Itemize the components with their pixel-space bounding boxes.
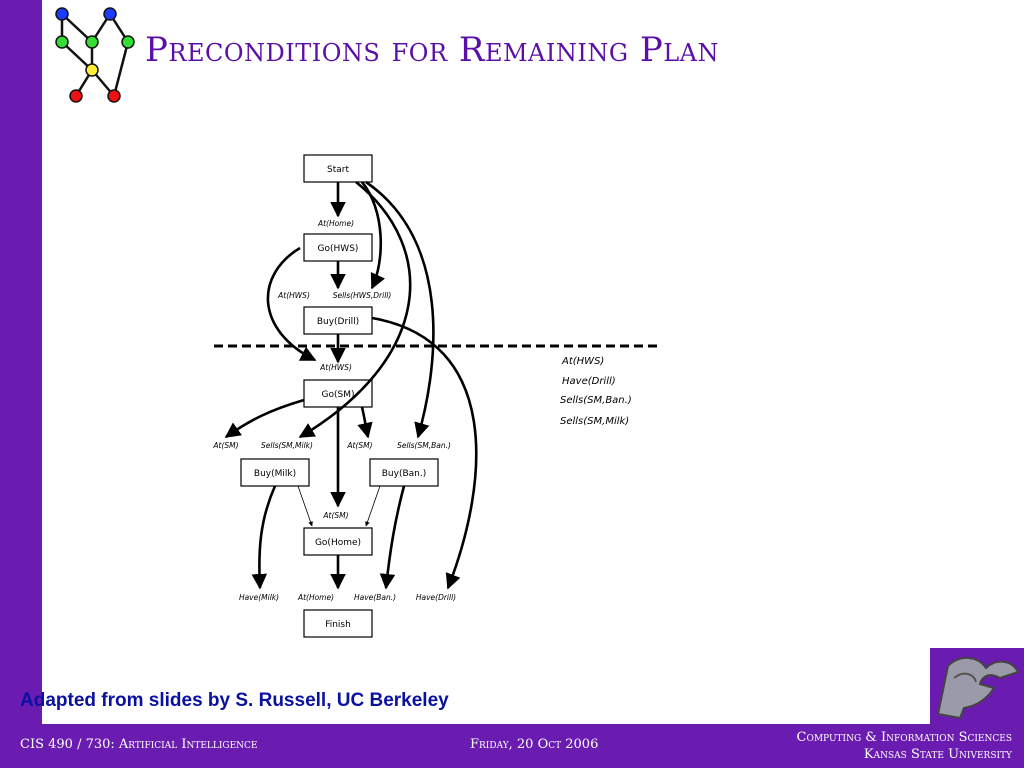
cond-sells-sm-milk: Sells(SM,Milk) xyxy=(261,441,313,450)
precondition-1: At(HWS) xyxy=(561,356,604,367)
left-sidebar-bar xyxy=(0,0,42,768)
link-gosm-atsm-right xyxy=(357,406,373,439)
planning-graph-logo xyxy=(55,7,135,103)
footer-date: Friday, 20 Oct 2006 xyxy=(470,737,599,752)
precondition-2: Have(Drill) xyxy=(562,376,616,387)
node-go-sm xyxy=(303,379,373,408)
link-gohws-arc xyxy=(266,246,317,362)
link-buymilk-havemilk xyxy=(251,485,277,590)
link-start-sellsmilk xyxy=(298,180,412,439)
node-go-home-label: Go(Home) xyxy=(315,538,361,548)
partial-order-plan-diagram: Start Go(HWS) Buy(Drill) Go(SM) Buy(Milk… xyxy=(212,154,660,638)
node-finish-label: Finish xyxy=(325,620,351,630)
footer-univ: Kansas State University xyxy=(863,747,1012,762)
link-gosm-atsm-left xyxy=(224,398,305,439)
node-go-hws-label: Go(HWS) xyxy=(318,244,359,254)
node-buy-drill xyxy=(303,306,373,335)
node-buy-ban-label: Buy(Ban.) xyxy=(382,469,426,479)
precondition-3: Sells(SM,Ban.) xyxy=(560,395,632,406)
node-go-hws xyxy=(303,233,373,262)
cond-at-sm-3: At(SM) xyxy=(322,511,348,520)
precondition-4: Sells(SM,Milk) xyxy=(560,416,629,427)
node-buy-milk-label: Buy(Milk) xyxy=(254,469,296,479)
ksu-wildcat-logo xyxy=(930,648,1024,724)
cond-have-milk: Have(Milk) xyxy=(239,593,279,602)
node-start xyxy=(303,154,373,183)
cond-at-home-bottom: At(Home) xyxy=(297,593,334,602)
cond-at-hws-2: At(HWS) xyxy=(319,363,352,372)
order-buymilk-gohome xyxy=(297,485,313,527)
cond-at-sm-2: At(SM) xyxy=(346,441,372,450)
link-buyban-haveban xyxy=(379,485,406,590)
footer-course: CIS 490 / 730: Artificial Intelligence xyxy=(20,737,258,752)
slide-title: Preconditions for Remaining Plan xyxy=(145,30,719,70)
cond-have-ban: Have(Ban.) xyxy=(354,593,396,602)
node-go-sm-label: Go(SM) xyxy=(322,390,355,400)
cond-at-home-top: At(Home) xyxy=(317,219,354,228)
node-buy-drill-label: Buy(Drill) xyxy=(317,317,359,327)
cond-have-drill: Have(Drill) xyxy=(416,593,456,602)
link-buydrill-havedrill xyxy=(371,316,478,590)
node-finish xyxy=(303,609,373,638)
footer-institution: Computing & Information Sciences Kansas … xyxy=(797,729,1012,763)
link-start-sellsban xyxy=(365,180,435,439)
node-go-home xyxy=(303,527,373,556)
footer-dept: Computing & Information Sciences xyxy=(796,730,1012,745)
cond-at-sm-1: At(SM) xyxy=(212,441,238,450)
cond-at-hws-1: At(HWS) xyxy=(277,291,310,300)
node-buy-ban xyxy=(369,458,439,487)
footer-bar xyxy=(0,724,1024,768)
node-start-label: Start xyxy=(327,165,349,175)
cond-sells-sm-ban: Sells(SM,Ban.) xyxy=(397,441,451,450)
order-buyban-gohome xyxy=(365,485,381,527)
attribution-text: Adapted from slides by S. Russell, UC Be… xyxy=(20,690,449,711)
cond-sells-hws-drill: Sells(HWS,Drill) xyxy=(333,291,392,300)
node-buy-milk xyxy=(240,458,310,487)
